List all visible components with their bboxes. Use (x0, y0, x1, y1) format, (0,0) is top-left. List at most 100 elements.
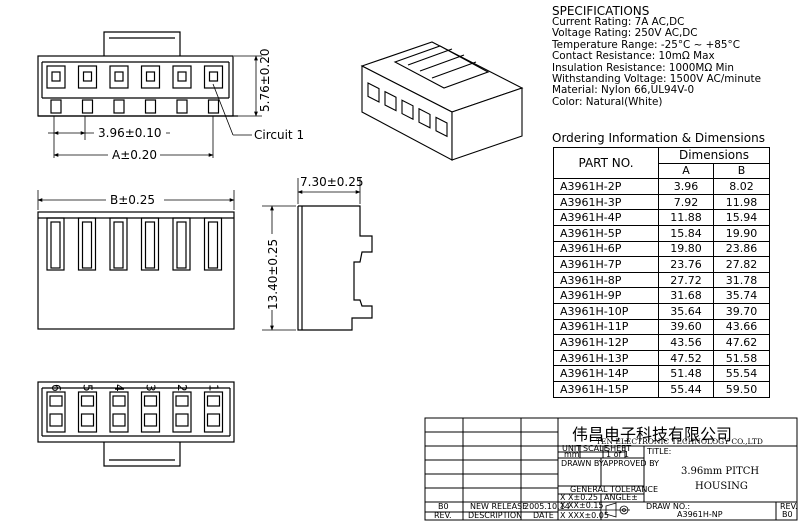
part-number: A3961H-3P (553, 193, 659, 211)
sheet-label: SHEET (605, 444, 631, 453)
rear-contact-lower (49, 413, 63, 427)
rear-view (37, 381, 235, 467)
part-number: A3961H-15P (553, 380, 659, 398)
bottom-view (37, 211, 235, 330)
company-name-chinese: 伟昌电子科技有限公司 (572, 425, 732, 444)
spec-current-rating: Current Rating: 7A AC,DC (552, 16, 685, 28)
bottom-slot (140, 217, 160, 271)
bottom-slot-inner (207, 221, 219, 269)
description-column-label: DESCRIPTION (468, 511, 522, 520)
bottom-slot-inner (144, 221, 156, 269)
bottom-slot-inner (50, 221, 61, 269)
rear-contact-lower (143, 413, 158, 427)
dim-b: 19.90 (713, 224, 770, 242)
part-number: A3961H-8P (553, 271, 659, 289)
front-rib (207, 99, 220, 114)
bottom-slot (109, 217, 128, 271)
rear-contact (80, 395, 95, 407)
dim-b: 47.62 (713, 334, 770, 351)
spec-temperature-range: Temperature Range: -25°C ~ +85°C (552, 38, 740, 51)
dim-b: 59.50 (713, 380, 770, 398)
bottom-slot-inner (176, 221, 187, 269)
title-block (424, 417, 798, 521)
rear-cavity (46, 391, 66, 433)
side-height-dimension-label: 13.40±0.25 (266, 239, 280, 310)
front-rib (50, 99, 62, 114)
bottom-slot (203, 217, 223, 271)
revision-value: B0 (438, 502, 449, 511)
front-rib (144, 99, 157, 114)
spec-insulation-resistance: Insulation Resistance: 1000MΩ Min (552, 61, 734, 74)
specifications-title: SPECIFICATIONS (552, 4, 650, 18)
height-dimension-label: 5.76±0.20 (258, 49, 272, 113)
front-cavity (172, 65, 192, 89)
pin-number-label: 2 (175, 384, 189, 392)
dim-a: 15.84 (658, 224, 714, 242)
part-number: A3961H-7P (553, 256, 659, 273)
header-b: B (713, 162, 770, 180)
front-cavity (46, 65, 66, 89)
projection-symbol-icon (602, 502, 630, 518)
part-number: A3961H-13P (553, 349, 659, 367)
approved-by-label: APPROVED BY (603, 459, 659, 468)
bottom-slot-inner (113, 221, 124, 269)
dim-b: 27.82 (713, 256, 770, 273)
dim-b: 8.02 (713, 178, 770, 195)
dim-a: 11.88 (658, 209, 714, 226)
dim-b: 35.74 (713, 287, 770, 304)
front-view (37, 31, 238, 117)
part-number: A3961H-2P (553, 178, 659, 195)
pin-number-label: 1 (207, 384, 221, 392)
part-number: A3961H-4P (553, 209, 659, 226)
b-label-bg (106, 193, 164, 207)
pitch-label-bg (94, 126, 166, 140)
part-number: A3961H-10P (553, 302, 659, 320)
title-label: TITLE: (646, 447, 671, 456)
dim-a: 7.92 (658, 193, 714, 211)
scale-label: SCALE (583, 444, 609, 453)
draw-no-label: DRAW NO.: (646, 502, 690, 511)
front-contact (208, 71, 219, 82)
part-number: A3961H-5P (553, 224, 659, 242)
front-cavity (203, 65, 224, 89)
rear-cavity (172, 391, 192, 433)
iso-cavity (401, 99, 414, 121)
rear-contact (206, 395, 221, 407)
revision-description: NEW RELEASE (470, 502, 527, 511)
rear-contact-lower (175, 413, 189, 427)
bottom-slot (46, 217, 65, 271)
rear-contact (49, 395, 63, 407)
part-number: A3961H-14P (553, 365, 659, 382)
bottom-slot (77, 217, 97, 271)
pitch-dimension (48, 83, 252, 158)
spec-withstanding-voltage: Withstanding Voltage: 1500V AC/minute (552, 73, 761, 86)
part-number: A3961H-11P (553, 318, 659, 336)
front-cavity (140, 65, 161, 89)
tolerance-xxx: X XXX±0.05 (560, 511, 609, 520)
revision-date: 2005.10.14 (524, 502, 570, 511)
rev-column-label: REV. (434, 511, 452, 520)
rear-cavity (203, 391, 224, 433)
drawn-by-label: DRAWN BY (561, 459, 604, 468)
pin-number-label: 6 (49, 384, 63, 392)
dim-a: 3.96 (658, 178, 714, 195)
ordering-info-title: Ordering Information & Dimensions (552, 131, 765, 145)
dim-a: 27.72 (658, 271, 714, 289)
tolerance-angle: ANGLE± (604, 493, 638, 502)
side-height-label-bg (265, 234, 279, 310)
pin-number-label: 3 (144, 384, 158, 392)
front-contact (177, 71, 187, 82)
drawing-title-line-2: HOUSING (695, 481, 748, 492)
sheet-value: 1 of 1 (606, 450, 629, 459)
header-part-no: PART NO. (553, 146, 659, 180)
rev-value-right: B0 (782, 510, 793, 519)
rear-contact (143, 395, 158, 407)
